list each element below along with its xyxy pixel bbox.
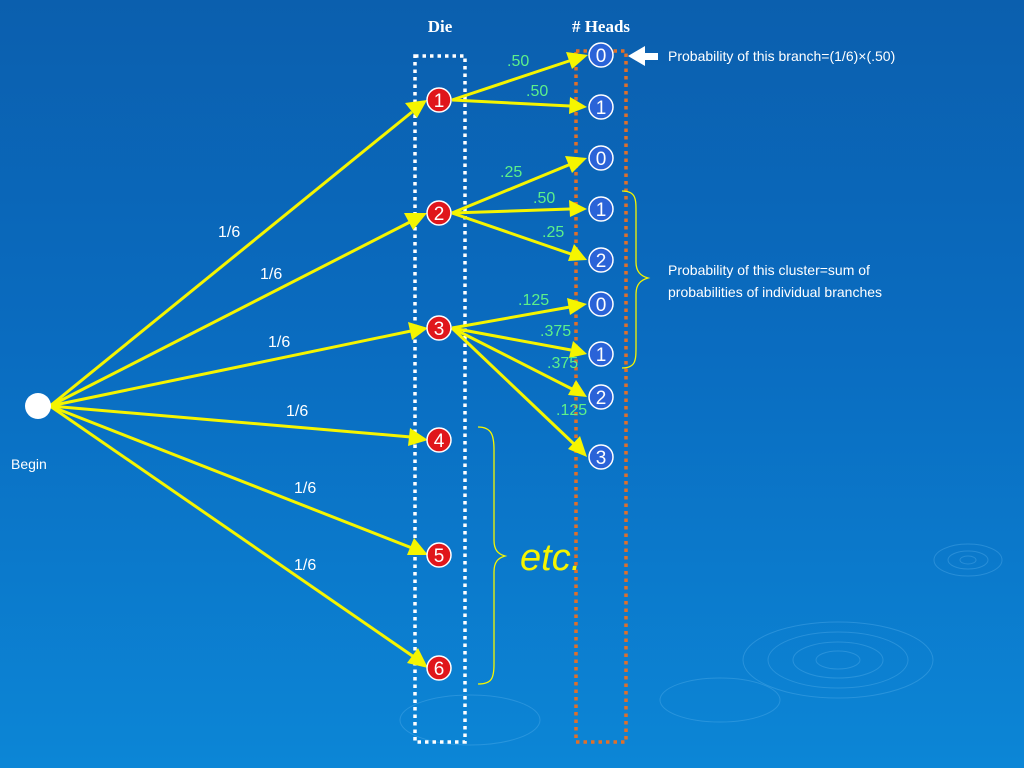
arrowhead-die3-h0 [567, 298, 587, 315]
arrowhead-die3-h2 [568, 380, 587, 397]
arrowhead-die-5 [407, 538, 428, 555]
die-node-5-label: 5 [434, 546, 445, 567]
arrowhead-die2-h0 [565, 156, 587, 173]
branch-label-die3-1: .375 [540, 323, 571, 340]
head-node-die3-1 [588, 341, 614, 367]
arrowhead-die-2 [404, 213, 427, 230]
die-node-6 [426, 655, 452, 681]
cluster-note-line2: probabilities of individual branches [668, 284, 882, 300]
die-node-4-label: 4 [434, 431, 445, 452]
head-node-die3-3 [588, 444, 614, 470]
edge-die3-h0 [451, 305, 571, 330]
head-node-die2-1-label: 1 [596, 200, 607, 221]
head-node-die3-3-label: 3 [596, 448, 607, 469]
arrowhead-die-6 [407, 648, 428, 668]
arrowhead-die1-h1 [569, 97, 587, 114]
arrowhead-die-3 [408, 322, 428, 340]
branch-label-die3-2: .375 [547, 355, 578, 372]
branch-label-die1-1: .50 [526, 83, 548, 100]
arrowhead-die2-h2 [568, 244, 587, 261]
head-node-die3-0-label: 0 [596, 295, 607, 316]
arrowhead-die3-h1 [569, 341, 587, 358]
etc-brace [477, 426, 508, 685]
die-edge-label-2: 1/6 [260, 266, 282, 283]
branch-note-arrow-icon [628, 46, 645, 66]
arrowhead-die-4 [408, 428, 428, 446]
edge-begin-die-6 [49, 404, 415, 659]
die-column-box [413, 54, 467, 744]
arrowhead-die-1 [405, 100, 427, 118]
background-ripples [399, 543, 1003, 746]
branch-note-text: Probability of this branch=(1/6)×(.50) [668, 48, 895, 64]
branch-label-die2-0: .25 [500, 164, 522, 181]
die-edges [49, 100, 428, 668]
edge-begin-die-5 [49, 404, 413, 550]
head-node-die2-1 [588, 196, 614, 222]
edge-die2-h1 [451, 207, 571, 215]
edge-begin-die-3 [49, 329, 412, 408]
die-edge-labels: 1/6 1/6 1/6 1/6 1/6 1/6 [218, 224, 316, 574]
edge-die1-h0 [451, 58, 573, 102]
die-node-5 [426, 542, 452, 568]
cluster-brace [621, 190, 651, 369]
edge-begin-die-1 [49, 110, 413, 408]
die-node-1 [426, 87, 452, 113]
branch-label-die1-0: .50 [507, 53, 529, 70]
etc-label: etc. [520, 537, 581, 579]
die-nodes: 1 2 3 4 5 6 [426, 87, 452, 681]
branch-label-die3-3: .125 [556, 402, 587, 419]
edge-die3-h1 [451, 326, 572, 352]
arrowhead-die3-h3 [568, 436, 587, 457]
head-node-die2-2 [588, 247, 614, 273]
die-node-2-label: 2 [434, 204, 445, 225]
die-node-3-label: 3 [434, 319, 445, 340]
branch-note: Probability of this branch=(1/6)×(.50) [628, 46, 895, 66]
begin-label: Begin [11, 456, 47, 472]
head-node-die1-0 [588, 42, 614, 68]
branch-labels: .50 .50 .25 .50 .25 .125 .375 .375 .125 [500, 53, 587, 419]
arrowhead-die1-h0 [566, 52, 588, 69]
head-node-die3-0 [588, 291, 614, 317]
head-node-die2-0 [588, 145, 614, 171]
edge-die2-h0 [451, 162, 572, 215]
die-edge-label-1: 1/6 [218, 224, 240, 241]
die-node-6-label: 6 [434, 659, 445, 680]
head-node-die3-2-label: 2 [596, 388, 607, 409]
die-node-2 [426, 200, 452, 226]
die-edge-label-6: 1/6 [294, 557, 316, 574]
head-edges [450, 52, 588, 457]
edge-begin-die-2 [49, 220, 411, 408]
edge-die2-h2 [451, 211, 572, 256]
die-edge-label-3: 1/6 [268, 334, 290, 351]
die-edge-label-5: 1/6 [294, 480, 316, 497]
head-node-die1-0-label: 0 [596, 46, 607, 67]
die-edge-label-4: 1/6 [286, 403, 308, 420]
branch-label-die2-2: .25 [542, 224, 564, 241]
branch-label-die3-0: .125 [518, 292, 549, 309]
edge-die1-h1 [451, 98, 571, 108]
branch-note-arrow-shaft [643, 53, 658, 60]
die-header: Die [428, 17, 453, 36]
arrowhead-die2-h1 [569, 200, 587, 217]
begin-node [25, 393, 51, 419]
head-node-die2-0-label: 0 [596, 149, 607, 170]
heads-header: # Heads [572, 17, 630, 36]
head-nodes: 0 1 0 1 2 0 1 2 3 [588, 42, 614, 470]
die-node-1-label: 1 [434, 91, 445, 112]
edge-begin-die-4 [49, 404, 412, 439]
head-node-die1-1 [588, 94, 614, 120]
edge-die3-h3 [450, 326, 576, 446]
head-node-die2-2-label: 2 [596, 251, 607, 272]
head-node-die3-1-label: 1 [596, 345, 607, 366]
branch-label-die2-1: .50 [533, 190, 555, 207]
head-node-die3-2 [588, 384, 614, 410]
head-node-die1-1-label: 1 [596, 98, 607, 119]
die-node-4 [426, 427, 452, 453]
die-node-3 [426, 315, 452, 341]
cluster-note-line1: Probability of this cluster=sum of [668, 262, 870, 278]
edge-die3-h2 [451, 326, 573, 391]
